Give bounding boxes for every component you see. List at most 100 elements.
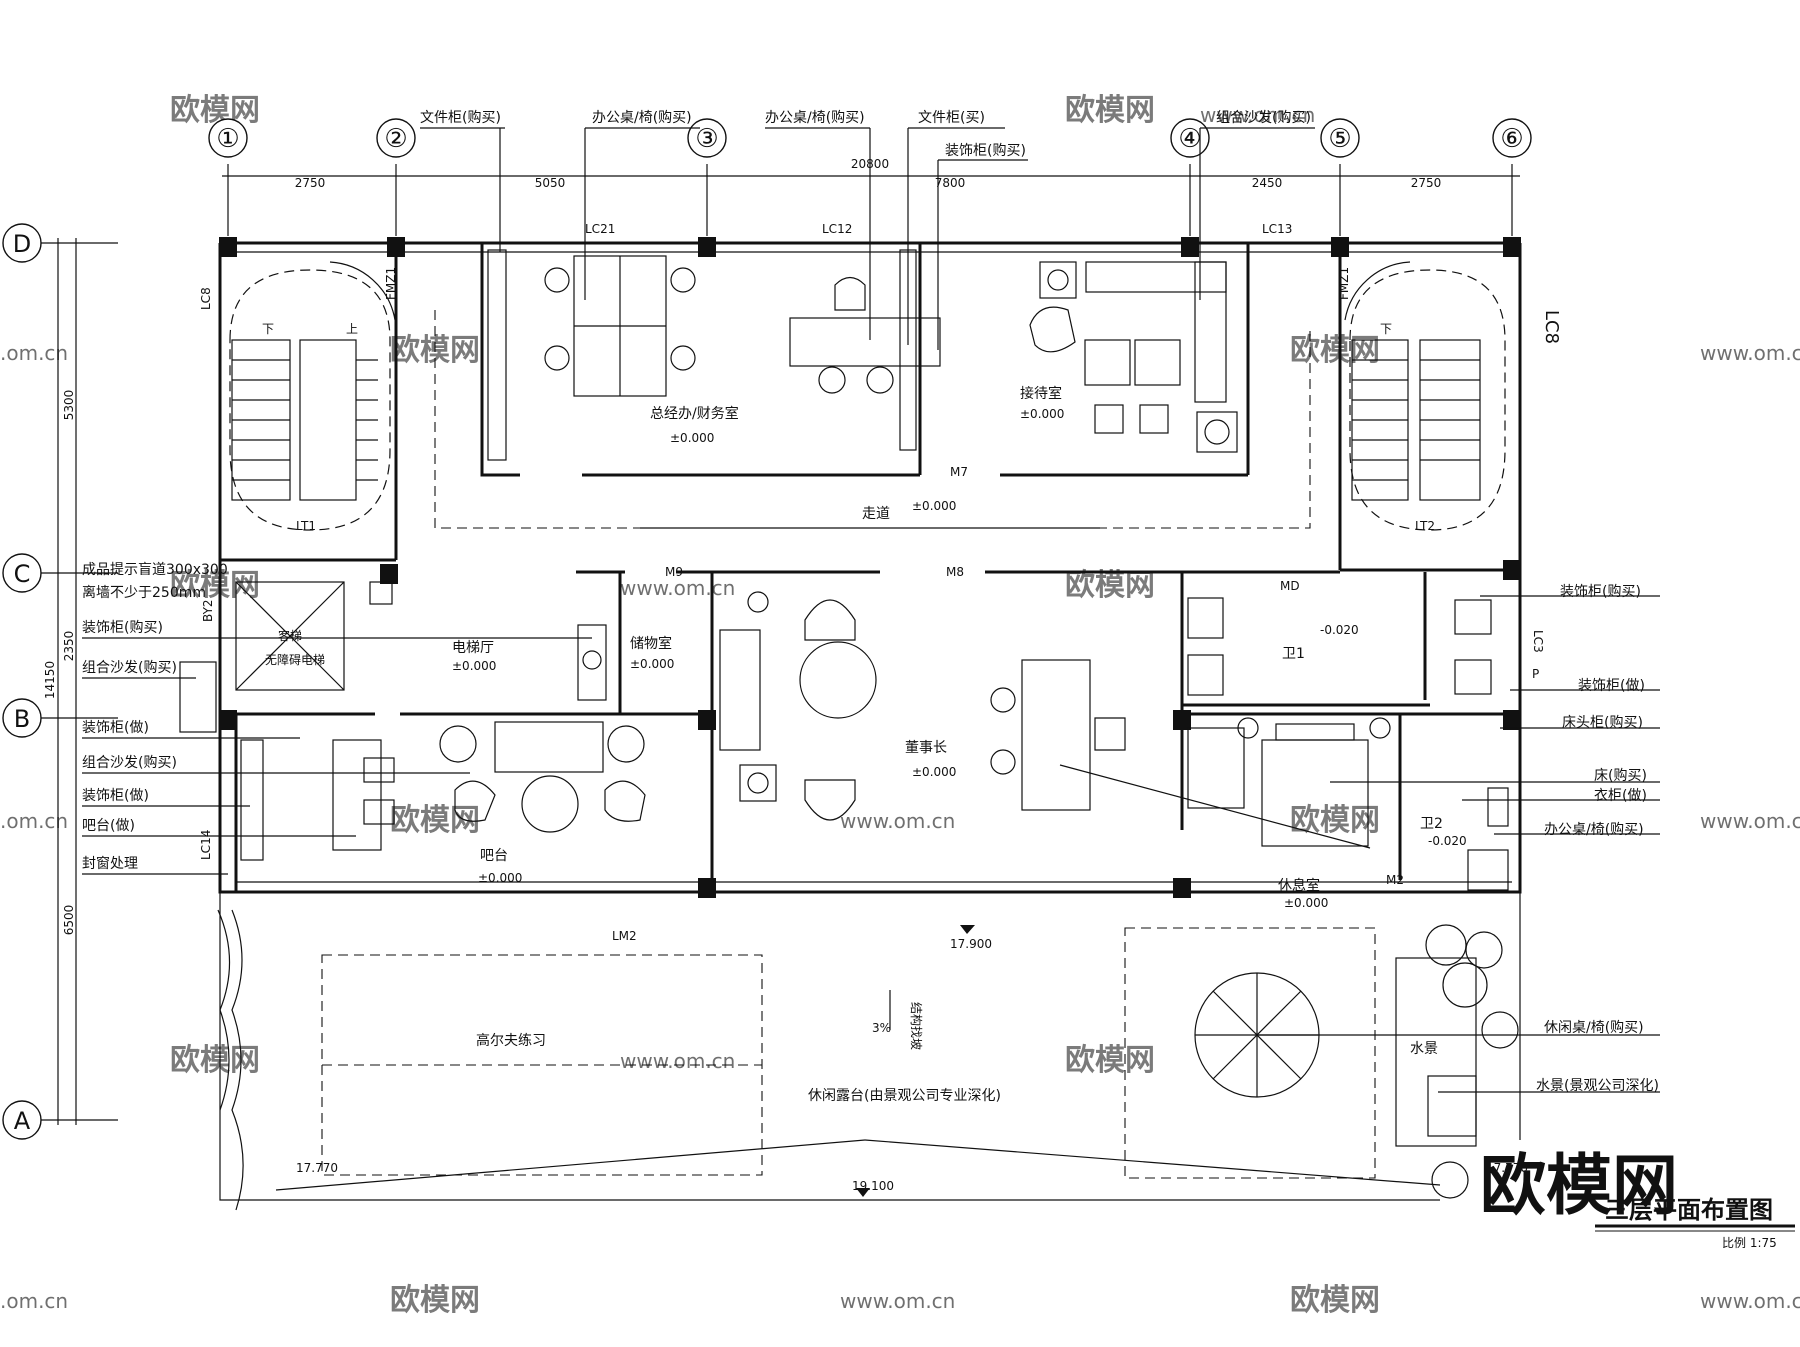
- element-codes: LC21 LC12 LC13 LC8 LC8 LC3 LC14 LM2 M7 M…: [199, 222, 1562, 943]
- title-block: 三层平面布置图 比例 1:75 欧模网: [1480, 1147, 1795, 1250]
- room-level: ±0.000: [912, 765, 956, 779]
- stair-right: 下 LT2 FMZ1: [1337, 261, 1506, 533]
- watermark: 欧模网: [1290, 333, 1380, 368]
- dim-label: 2450: [1252, 176, 1283, 190]
- dim-label: 5300: [62, 390, 76, 421]
- terrace: [217, 909, 1519, 1211]
- door-code: FMZ1: [1337, 267, 1351, 300]
- room-name: 高尔夫练习: [476, 1032, 546, 1049]
- reception-furniture: [1029, 261, 1238, 453]
- dim-label: 7800: [935, 176, 966, 190]
- grid-bubble: [376, 118, 416, 158]
- door-code: M8: [946, 565, 964, 579]
- grid-bubble: [1320, 118, 1360, 158]
- watermark: 欧模网: [170, 1043, 260, 1078]
- grid-axis-2: ②: [384, 124, 407, 154]
- callout-label: 装饰柜(做): [82, 788, 149, 804]
- callout-label: 封窗处理: [82, 855, 138, 872]
- room-name: 休息室: [1278, 877, 1320, 894]
- chairman-furniture: [719, 591, 1371, 849]
- callout-label: 床(购买): [1594, 768, 1647, 784]
- grid-axis-3: ③: [695, 124, 718, 154]
- drawing-scale: 比例 1:75: [1722, 1236, 1777, 1250]
- elevator-label: 客梯: [278, 628, 302, 643]
- callout-label: 床头柜(购买): [1562, 715, 1643, 731]
- callout-label: 组合沙发(购买): [82, 755, 177, 771]
- dim-label: 6500: [62, 905, 76, 936]
- door-code: M2: [1386, 873, 1404, 887]
- dim-label: 2750: [295, 176, 326, 190]
- top-callouts: 文件柜(购买) 办公桌/椅(购买) 办公桌/椅(购买) 文件柜(买) 装饰柜(购…: [420, 110, 1315, 350]
- room-name: 储物室: [630, 635, 672, 652]
- watermark: 欧模网: [1065, 93, 1155, 128]
- window-code: LC13: [1262, 222, 1292, 236]
- room-level: -0.020: [1428, 834, 1467, 848]
- dim-total: 14150: [43, 661, 57, 699]
- dim-label: 2750: [1411, 176, 1442, 190]
- watermark-url: .om.cn: [0, 341, 68, 365]
- room-name: 总经办/财务室: [650, 405, 739, 422]
- room-name: 休闲露台(由景观公司专业深化): [808, 1088, 1001, 1104]
- bar-area: [240, 721, 646, 861]
- element-code: P: [1532, 667, 1539, 681]
- callout-label: 离墙不少于250mm: [82, 584, 206, 601]
- watermark: 欧模网: [1290, 803, 1380, 838]
- callout-label: 文件柜(买): [918, 110, 985, 126]
- room-name: 接待室: [1020, 385, 1062, 402]
- callout-label: 装饰柜(购买): [82, 620, 163, 636]
- elevation-markers: 17.900 19.100 17.770 17.770 3% 结构找坡: [296, 925, 1528, 1197]
- room-level: ±0.000: [1284, 896, 1328, 910]
- callout-label: 办公桌/椅(购买): [1544, 822, 1644, 838]
- callout-label: 装饰柜(购买): [1560, 584, 1641, 600]
- window-code: LC12: [822, 222, 852, 236]
- elevation: 17.900: [950, 937, 992, 951]
- grid-axis-5: ⑤: [1328, 124, 1351, 154]
- watermark-url: .om.cn: [0, 809, 68, 833]
- watermark-url: www.om.cn: [1700, 809, 1800, 833]
- door-code: M9: [665, 565, 683, 579]
- door-code: M7: [950, 465, 968, 479]
- room-level: ±0.000: [1020, 407, 1064, 421]
- rest-room: [1187, 717, 1509, 891]
- window-code: LC14: [199, 830, 213, 860]
- lift-code: LT2: [1415, 519, 1435, 533]
- callout-label: 装饰柜(做): [82, 720, 149, 736]
- callout-label: 文件柜(购买): [420, 110, 501, 126]
- stair-down-label: 下: [1380, 322, 1392, 336]
- lift-code: LT1: [296, 519, 316, 533]
- door-code: MD: [1280, 579, 1300, 593]
- callout-label: 办公桌/椅(购买): [592, 110, 692, 126]
- watermark: 欧模网: [1065, 568, 1155, 603]
- brand-watermark: 欧模网: [1480, 1147, 1678, 1224]
- elevator-sub: 无障碍电梯: [265, 652, 325, 667]
- room-name: 吧台: [480, 848, 508, 864]
- callout-label: 组合沙发(购买): [82, 660, 177, 676]
- room-name: 董事长: [905, 740, 947, 756]
- watermark-url: www.om.cn: [620, 1049, 735, 1073]
- room-name: 水景: [1410, 1041, 1438, 1057]
- callout-label: 成品提示盲道300x300: [82, 561, 228, 578]
- watermark: 欧模网: [170, 93, 260, 128]
- grid-axis-b: B: [14, 705, 30, 733]
- dimension-top: 2750 5050 20800 7800 2450 2750: [222, 157, 1520, 236]
- room-level: ±0.000: [452, 659, 496, 673]
- door-code: FMZ1: [384, 267, 398, 300]
- watermark: 欧模网: [170, 568, 260, 603]
- stair-left: 下 上 LT1 FMZ1: [229, 261, 398, 533]
- grid-bubble: [1492, 118, 1532, 158]
- watermark-url: www.om.cn: [1700, 341, 1800, 365]
- grid-axis-c: C: [14, 560, 31, 588]
- elevation: 19.100: [852, 1179, 894, 1193]
- callout-label: 装饰柜(做): [1578, 678, 1645, 694]
- grid-bubble: [208, 118, 248, 158]
- watermark-url: www.om.cn: [1200, 103, 1315, 127]
- room-level: -0.020: [1320, 623, 1359, 637]
- callout-label: 办公桌/椅(购买): [765, 110, 865, 126]
- left-callouts: 成品提示盲道300x300 离墙不少于250mm 装饰柜(购买) 组合沙发(购买…: [82, 561, 592, 875]
- watermark-layer: 欧模网 www.om.cn 欧模网 欧模网 .om.cn 欧模网 www.om.…: [0, 93, 1800, 1318]
- grid-axes-left: D C B A 5300 2350 6500 14150: [2, 223, 118, 1140]
- watermark-url: www.om.cn: [840, 1289, 955, 1313]
- stair-down-label: 下: [262, 322, 274, 336]
- right-callouts: 装饰柜(购买) 装饰柜(做) 床头柜(购买) 床(购买) 衣柜(做) 办公桌/椅…: [1257, 584, 1660, 1094]
